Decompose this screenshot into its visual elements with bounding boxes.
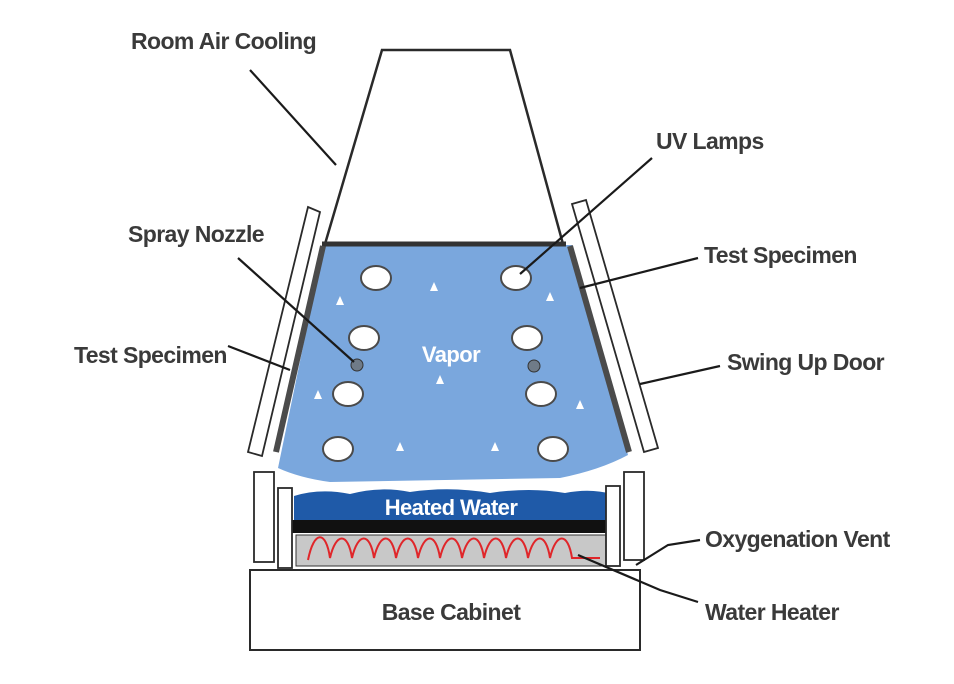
uv-lamp [360, 265, 392, 291]
leader-room-air-cooling [249, 69, 337, 166]
water-tray-top [292, 520, 612, 533]
leader-oxygenation-vent [635, 538, 701, 566]
leader-test-specimen-right [579, 256, 699, 290]
leader-water-heater [577, 553, 699, 604]
heated-water-label: Heated Water [385, 495, 519, 520]
label-spray-nozzle: Spray Nozzle [128, 221, 264, 247]
leader-uv-lamps [519, 157, 653, 275]
leader-swing-up-door [639, 364, 721, 386]
vapor-droplets [314, 282, 584, 451]
label-test-specimen-left: Test Specimen [74, 342, 227, 368]
leader-lines [227, 69, 721, 604]
uv-lamp [511, 325, 543, 351]
swing-door-left [246, 205, 322, 458]
base-cabinet-label: Base Cabinet [382, 599, 521, 625]
spray-nozzle-right [527, 359, 541, 373]
test-specimen-left-panel [273, 245, 326, 453]
vapor-chamber [278, 245, 628, 482]
uv-lamp [322, 436, 354, 462]
vapor-drop [430, 282, 438, 291]
pan-wall-right-inner [605, 485, 621, 567]
vapor-drop [491, 442, 499, 451]
label-uv-lamps: UV Lamps [656, 128, 764, 154]
leader-test-specimen-left [227, 344, 291, 372]
uv-lamp [348, 325, 380, 351]
label-test-specimen-right: Test Specimen [704, 242, 857, 268]
pan-wall-right-outer [623, 471, 645, 561]
test-specimen-right-panel [567, 245, 632, 453]
leader-spray-nozzle [237, 257, 355, 363]
vapor-drop [336, 296, 344, 305]
water-heater-coil [307, 536, 600, 561]
pan-wall-left-inner [277, 487, 293, 569]
label-room-air-cooling: Room Air Cooling [131, 28, 316, 54]
vapor-drop [396, 442, 404, 451]
base-cabinet [249, 569, 641, 651]
uv-lamp [332, 381, 364, 407]
swing-door-right [570, 198, 660, 454]
label-water-heater: Water Heater [705, 599, 839, 625]
vapor-drop [546, 292, 554, 301]
uv-lamps [322, 265, 569, 462]
uv-lamp [525, 381, 557, 407]
heated-water [294, 489, 612, 522]
vapor-drop [436, 375, 444, 384]
label-swing-up-door: Swing Up Door [727, 349, 885, 375]
vapor-label: Vapor [422, 342, 481, 367]
vapor-drop [314, 390, 322, 399]
pan-wall-left-outer [253, 471, 275, 563]
label-oxygenation-vent: Oxygenation Vent [705, 526, 891, 552]
uv-lamp [537, 436, 569, 462]
cooling-hood [323, 48, 565, 246]
vapor-drop [576, 400, 584, 409]
